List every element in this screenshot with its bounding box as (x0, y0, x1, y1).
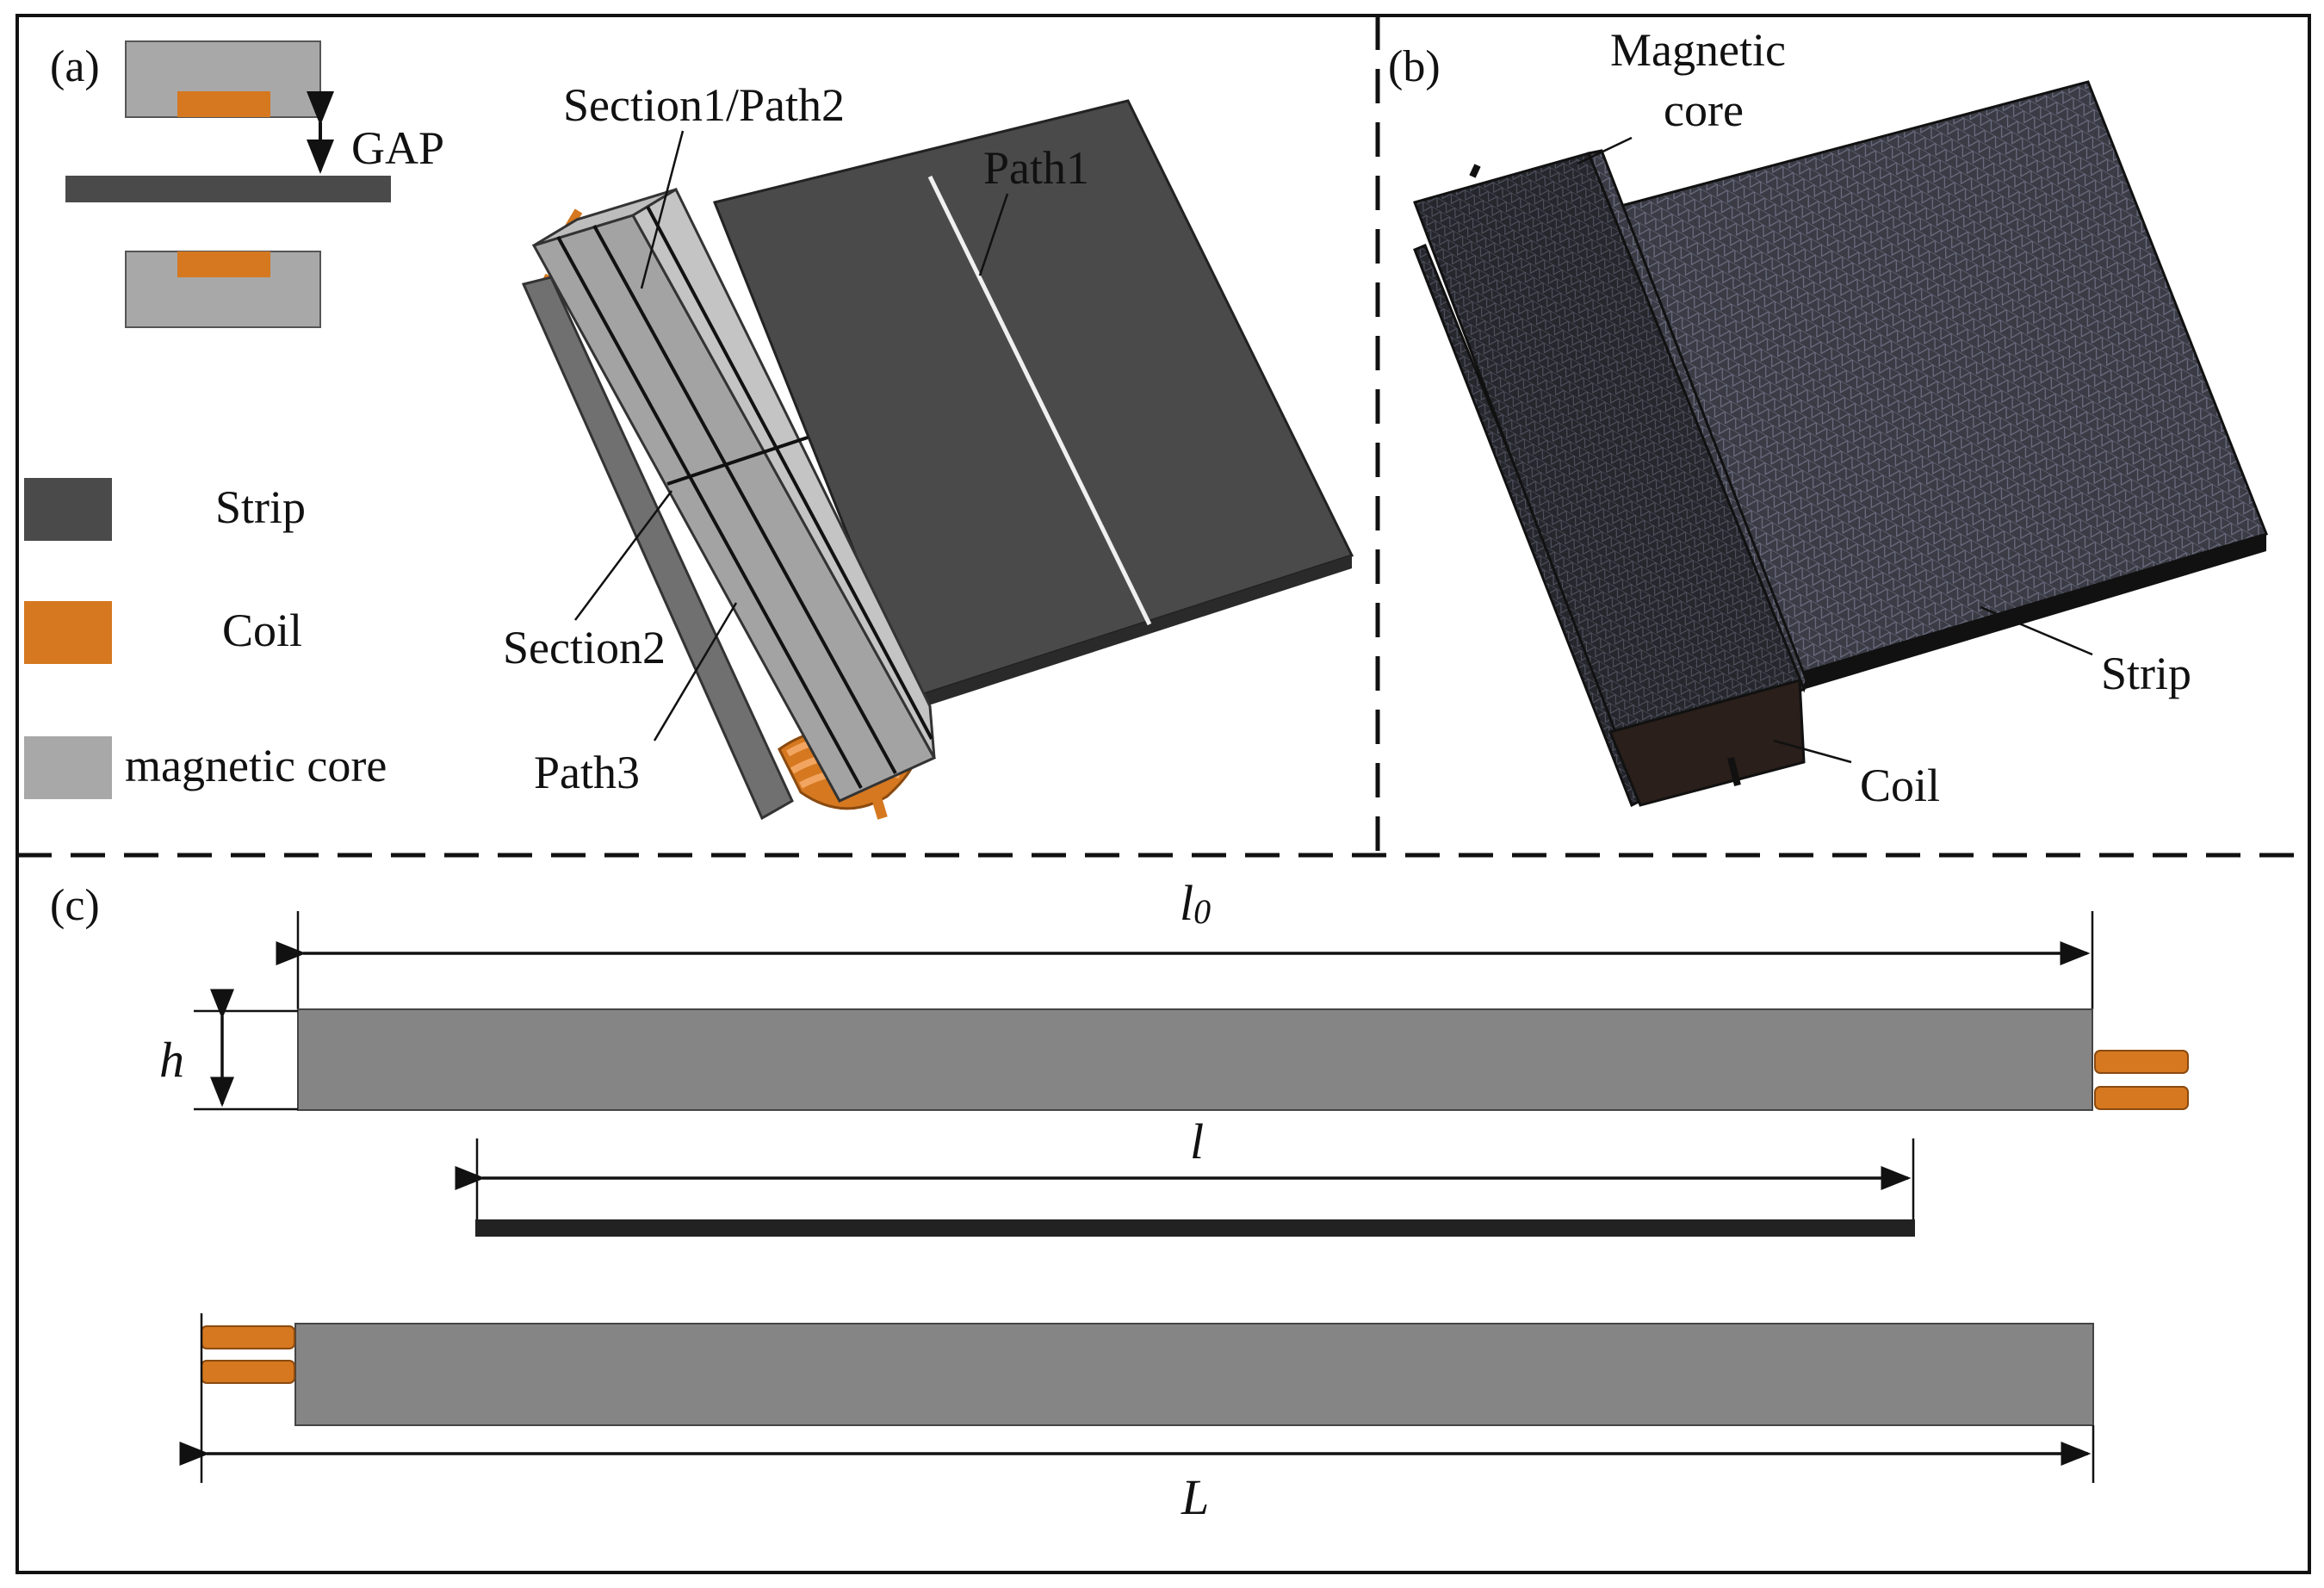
coil-end-top-2 (2094, 1086, 2189, 1110)
callout-strip: Strip (2101, 648, 2191, 699)
callout-section1-path2: Section1/Path2 (563, 79, 845, 131)
callout-magnetic-core-line1: Magnetic (1610, 24, 1786, 76)
dim-l: l (1190, 1113, 1204, 1169)
panel-b: (b) Magnetic core Strip Coil (1388, 24, 2268, 811)
callout-magnetic-core-line2: core (1664, 84, 1744, 136)
section2-line (666, 436, 809, 486)
dim-l0: l0 (1180, 875, 1211, 931)
panel-a: (a) GAP Strip Coil magnetic core (24, 40, 1354, 821)
callout-line-coil (1773, 739, 1852, 764)
mesh-core-top (1586, 149, 1808, 693)
core-top-2d (297, 1008, 2093, 1111)
mesh-coil-stub-top (1469, 164, 1481, 178)
strip-3d-edge (913, 555, 1352, 710)
legend-label-core: magnetic core (125, 740, 387, 791)
mesh-coil-stub (1727, 757, 1741, 786)
coil-end-bottom-2 (201, 1360, 295, 1384)
path1-line (927, 175, 1152, 626)
coil-end-top-1 (2094, 1050, 2189, 1074)
callout-path3: Path3 (534, 747, 640, 798)
callout-line-path3 (653, 602, 738, 741)
model-3d-a (521, 99, 1354, 821)
panel-b-label: (b) (1388, 42, 1441, 91)
gap-label: GAP (351, 122, 444, 174)
callout-line-path1 (978, 193, 1009, 276)
core-line-2 (592, 225, 897, 774)
strip-2d (475, 1219, 1915, 1237)
core-top-cap (533, 188, 677, 247)
mesh-coil (1608, 679, 1806, 807)
dim-L: L (1181, 1469, 1209, 1525)
legend-swatch-coil (24, 601, 112, 664)
legend-swatch-strip (24, 478, 112, 541)
legend-swatch-core (24, 736, 112, 799)
gap-schematic: GAP (65, 40, 444, 328)
dim-l0-base: l (1180, 875, 1193, 931)
mesh-strip-edge (1800, 534, 2266, 691)
panel-c-label: (c) (50, 881, 100, 930)
core-line-3 (646, 206, 933, 740)
callout-line-strip (1980, 605, 2093, 656)
callout-coil: Coil (1860, 760, 1940, 811)
core-lower-side (521, 276, 794, 821)
callout-line-section2 (573, 490, 673, 621)
callout-line-section1 (640, 130, 685, 289)
core-bottom-2d (294, 1323, 2094, 1426)
callout-section2: Section2 (503, 622, 666, 673)
schematic-strip (65, 176, 391, 202)
dim-l0-sub: 0 (1193, 892, 1211, 931)
schematic-coil-bottom (177, 251, 270, 277)
legend: Strip Coil magnetic core (24, 478, 387, 799)
callout-path1: Path1 (983, 142, 1089, 194)
figure-frame (15, 14, 2311, 1574)
legend-label-coil: Coil (222, 605, 302, 656)
coil-end-bottom-1 (201, 1325, 295, 1349)
legend-label-strip: Strip (215, 481, 306, 533)
dim-h: h (159, 1032, 184, 1088)
core-line-1 (556, 236, 863, 789)
panel-a-label: (a) (50, 42, 100, 91)
callout-line-magnetic-core (1577, 136, 1633, 165)
panel-c: (c) l0 h l L (50, 875, 2189, 1525)
schematic-coil-top (177, 91, 270, 117)
